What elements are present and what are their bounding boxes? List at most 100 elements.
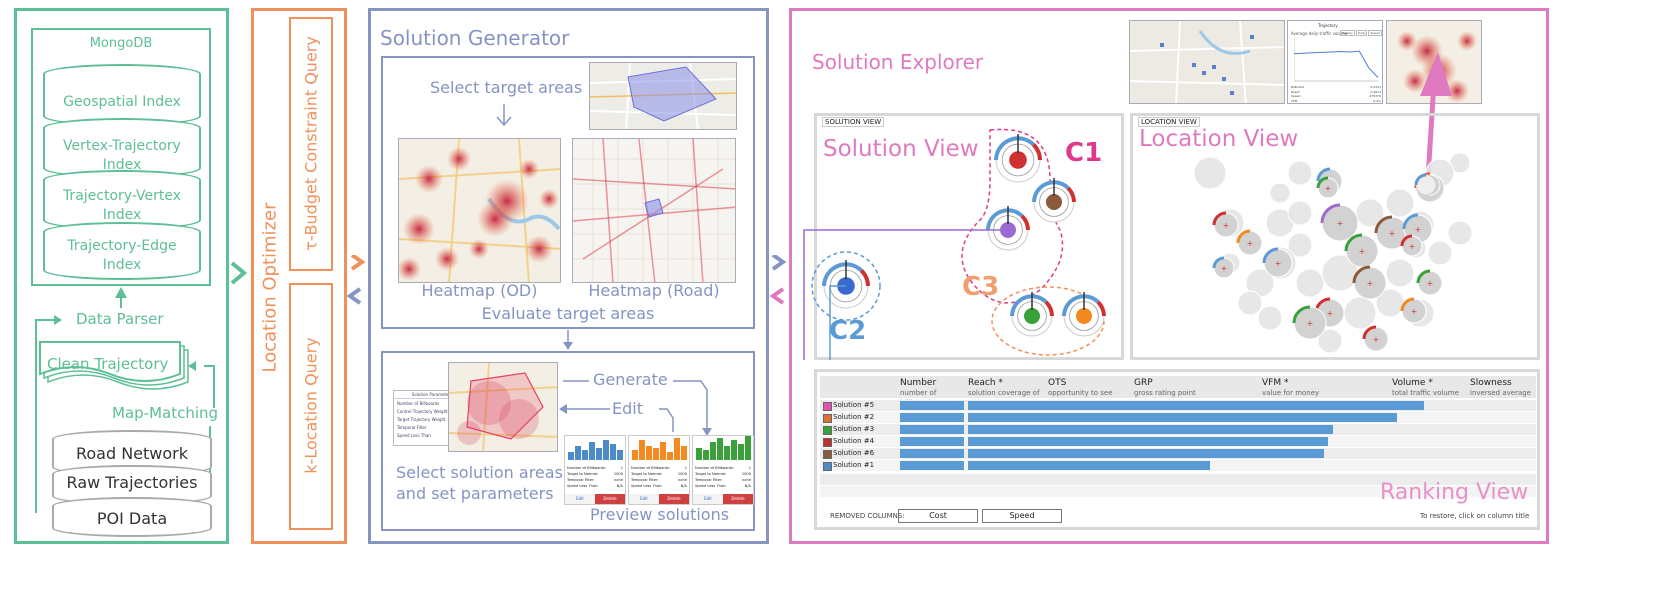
geospatial-index-label: Geospatial Index bbox=[63, 94, 181, 110]
bar-number bbox=[900, 437, 964, 446]
solution-area-box bbox=[381, 351, 755, 531]
location-bubble[interactable] bbox=[1447, 220, 1473, 246]
preview-card-row: Temporal Filter:none bbox=[695, 477, 751, 483]
solution-glyph[interactable] bbox=[994, 134, 1042, 183]
location-bubble[interactable] bbox=[1257, 305, 1283, 331]
location-marker[interactable]: + bbox=[1344, 233, 1379, 268]
removed-column-speed[interactable]: Speed bbox=[982, 509, 1062, 523]
ranking-column-header[interactable]: Volume *total traffic volume bbox=[1392, 378, 1468, 398]
location-marker[interactable]: + bbox=[1320, 203, 1359, 242]
location-bubble[interactable] bbox=[1385, 188, 1415, 218]
restore-hint: To restore, click on column title bbox=[1420, 512, 1530, 520]
preview-card-row: Speed Less Than:N/A bbox=[567, 483, 623, 489]
preview-card-row-label: Target to Normal: bbox=[695, 472, 727, 476]
preview-card-row-label: Speed Less Than: bbox=[695, 484, 727, 488]
ranking-row[interactable]: Solution #3 bbox=[820, 424, 1536, 435]
preview-card-row: Temporal Filter:none bbox=[567, 477, 623, 483]
location-marker[interactable]: + bbox=[1400, 297, 1427, 324]
svg-text:+: + bbox=[1275, 259, 1282, 268]
cluster-c1-label: C1 bbox=[1065, 138, 1103, 168]
location-bubble[interactable] bbox=[1343, 296, 1377, 330]
inset-tab[interactable]: Speed bbox=[1368, 30, 1382, 36]
edit-label: Edit bbox=[612, 399, 643, 418]
inset-traffic-chart: Trajectory Average daily traffic volume … bbox=[1287, 20, 1383, 104]
k-query-box bbox=[289, 283, 333, 530]
explorer-title: Solution Explorer bbox=[812, 50, 984, 74]
location-marker[interactable]: + bbox=[1292, 305, 1327, 340]
location-bubble[interactable] bbox=[1237, 290, 1263, 316]
preview-delete-button[interactable]: Delete bbox=[723, 494, 753, 504]
solution-view-box bbox=[814, 113, 1124, 360]
svg-text:+: + bbox=[1247, 239, 1254, 248]
location-bubble[interactable] bbox=[1287, 200, 1313, 226]
location-bubble[interactable] bbox=[1287, 232, 1313, 258]
location-marker[interactable]: + bbox=[1212, 211, 1239, 238]
location-marker[interactable]: + bbox=[1400, 234, 1423, 257]
location-marker[interactable]: + bbox=[1212, 256, 1235, 279]
column-subtitle: opportunity to see bbox=[1048, 389, 1113, 397]
location-bubble[interactable] bbox=[1355, 198, 1385, 228]
preview-card-bar bbox=[745, 436, 751, 460]
ranking-column-header[interactable]: VFM *value for money bbox=[1262, 378, 1390, 398]
location-bubble[interactable] bbox=[1193, 156, 1227, 190]
solution-glyph[interactable] bbox=[1032, 178, 1076, 223]
solution-glyph[interactable] bbox=[1062, 292, 1106, 337]
preview-edit-button[interactable]: Edit bbox=[565, 494, 595, 504]
preview-card-bar bbox=[681, 446, 687, 460]
preview-edit-button[interactable]: Edit bbox=[693, 494, 723, 504]
selected-location-marker[interactable] bbox=[1414, 173, 1437, 196]
inset-stat-value: 0.4311 bbox=[1370, 85, 1382, 89]
location-marker[interactable]: + bbox=[1236, 229, 1263, 256]
bar-reach bbox=[968, 461, 1210, 470]
preview-card-row: Speed Less Than: N/A bbox=[695, 483, 751, 489]
location-bubble[interactable] bbox=[1427, 240, 1453, 266]
inset-tab[interactable]: Daily bbox=[1355, 30, 1368, 36]
preview-delete-button[interactable]: Delete bbox=[595, 494, 625, 504]
column-name: VFM * bbox=[1262, 378, 1289, 388]
column-name: GRP bbox=[1134, 378, 1153, 388]
pink-up-arrow-icon bbox=[1420, 52, 1452, 179]
inset-tab[interactable]: Weekly bbox=[1340, 30, 1355, 36]
location-marker[interactable]: + bbox=[1262, 247, 1293, 278]
preview-delete-button[interactable]: Delete bbox=[659, 494, 689, 504]
location-bubble[interactable] bbox=[1269, 182, 1291, 204]
bar-number bbox=[900, 413, 964, 422]
ranking-row[interactable]: Solution #1 bbox=[820, 460, 1536, 471]
select-solution-label-2: and set parameters bbox=[396, 484, 554, 503]
ranking-row[interactable]: Solution #2 bbox=[820, 412, 1536, 423]
removed-columns-label: REMOVED COLUMNS: bbox=[830, 512, 905, 520]
location-bubble[interactable] bbox=[1385, 258, 1415, 288]
inset-stat-label: Reach bbox=[1291, 89, 1301, 94]
solution-glyph[interactable] bbox=[986, 206, 1030, 251]
ranking-row[interactable]: Solution #6 bbox=[820, 448, 1536, 459]
preview-edit-button[interactable]: Edit bbox=[629, 494, 659, 504]
preview-card-row: Number of Billboards:1 bbox=[631, 465, 687, 471]
removed-column-cost[interactable]: Cost bbox=[898, 509, 978, 523]
location-bubble[interactable] bbox=[1295, 268, 1325, 298]
preview-card-row-value: N/A bbox=[744, 484, 751, 488]
ranking-row[interactable]: Solution #4 bbox=[820, 436, 1536, 447]
location-marker[interactable]: + bbox=[1362, 325, 1389, 352]
location-bubble[interactable] bbox=[1287, 160, 1313, 186]
location-marker[interactable]: + bbox=[1316, 176, 1339, 199]
location-marker[interactable]: + bbox=[1416, 269, 1443, 296]
preview-card-bar bbox=[603, 440, 609, 460]
preview-card-row: Target to Normal:1000 bbox=[567, 471, 623, 477]
inset-chart-tabs: WeeklyDailySpeedWeather bbox=[1340, 30, 1382, 36]
preview-card-row-value: none bbox=[614, 478, 623, 482]
ranking-row[interactable]: Solution #5 bbox=[820, 400, 1536, 411]
solution-view-title: Solution View bbox=[823, 136, 979, 162]
location-bubble[interactable] bbox=[1317, 328, 1343, 354]
solution-glyph[interactable] bbox=[1010, 292, 1054, 337]
svg-text:+: + bbox=[1427, 279, 1434, 288]
ranking-empty-row bbox=[820, 486, 1536, 497]
location-marker[interactable]: + bbox=[1352, 265, 1387, 300]
solution-color-swatch bbox=[823, 414, 832, 423]
